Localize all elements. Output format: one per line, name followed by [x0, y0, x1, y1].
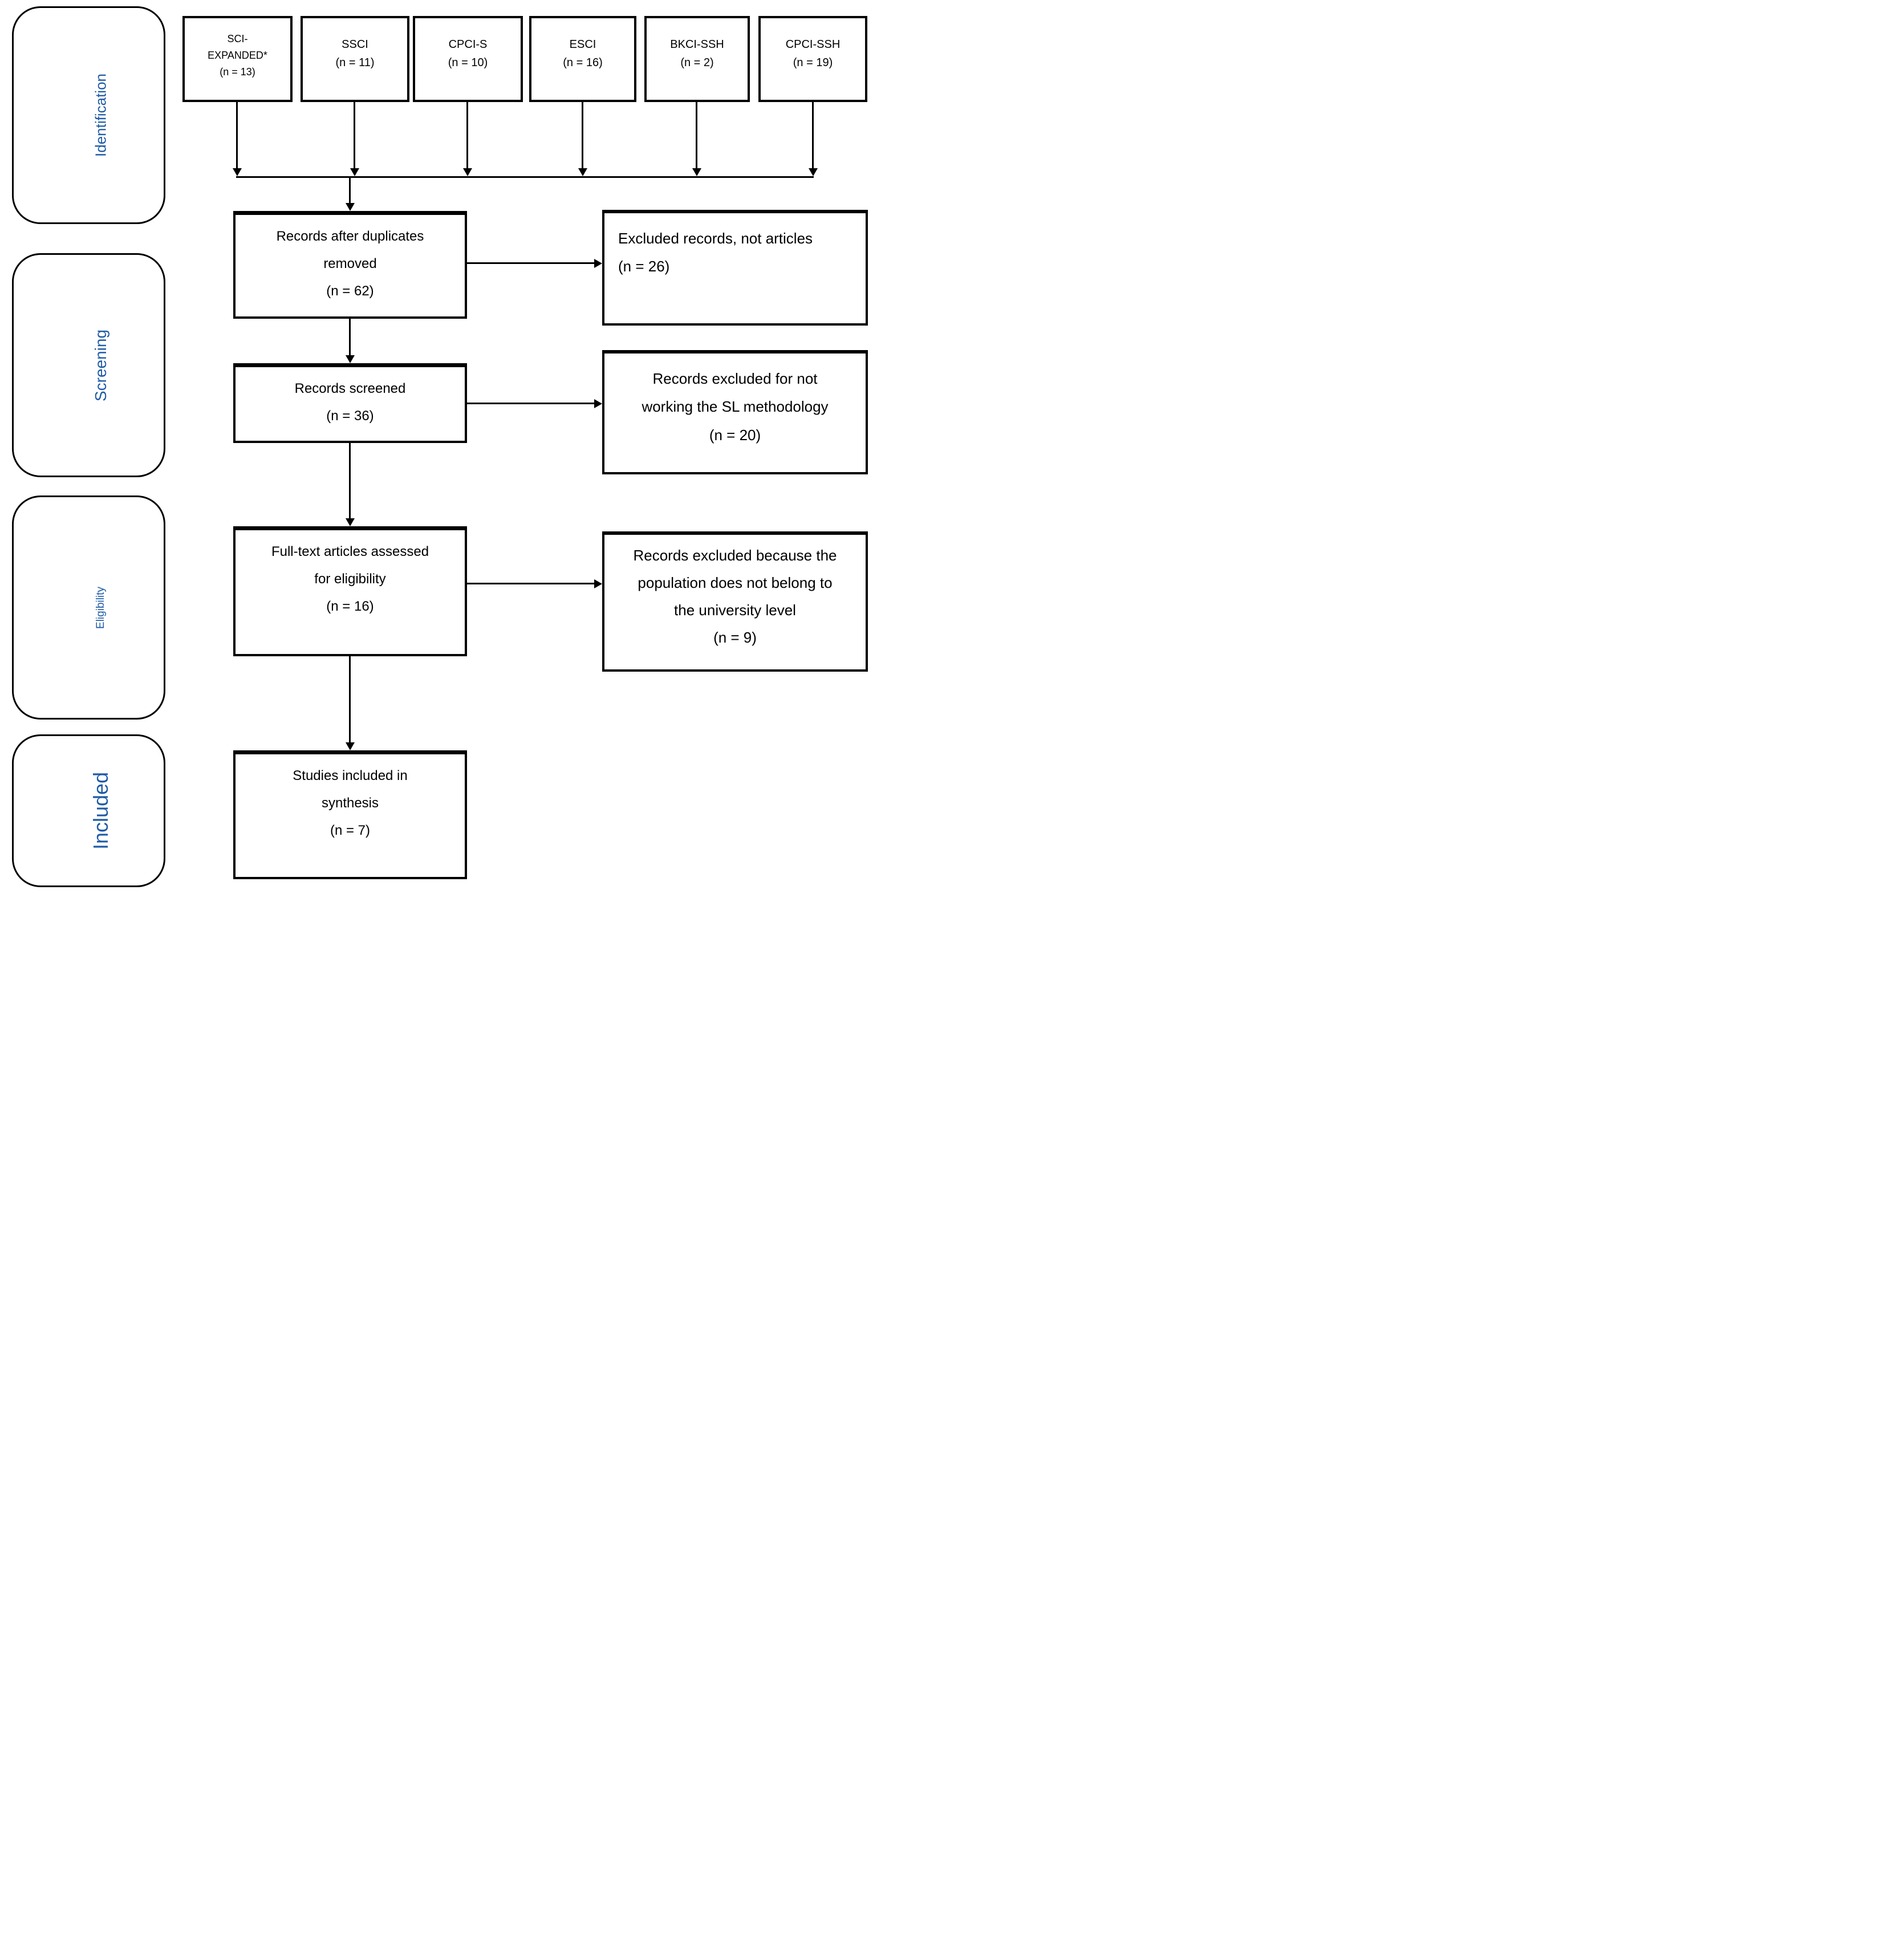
arrowhead-down-icon — [692, 168, 701, 176]
arrowhead-down-icon — [346, 203, 355, 211]
flow-count: (n = 36) — [326, 408, 374, 424]
source-box-sci-expanded: SCI- EXPANDED* (n = 13) — [182, 16, 293, 102]
arrowhead-down-icon — [346, 518, 355, 526]
arrowhead-down-icon — [350, 168, 359, 176]
arrowhead-down-icon — [578, 168, 587, 176]
flow-title: Studies included in synthesis — [293, 768, 408, 811]
flow-box-records-screened: Records screened (n = 36) — [233, 363, 467, 443]
source-box-esci: ESCI (n = 16) — [529, 16, 636, 102]
source-name: SSCI — [342, 38, 368, 51]
arrowhead-down-icon — [346, 742, 355, 750]
source-count: (n = 2) — [680, 56, 714, 69]
prisma-flow-diagram: Identification Screening Eligibility Inc… — [0, 0, 876, 891]
source-box-cpci-ssh: CPCI-SSH (n = 19) — [758, 16, 867, 102]
flow-count: (n = 16) — [326, 599, 374, 614]
flow-line-1 — [349, 319, 351, 356]
stage-box-identification: Identification — [12, 6, 165, 224]
stage-label-included: Included — [88, 771, 112, 850]
source-name: ESCI — [569, 38, 596, 51]
source-box-cpci-s: CPCI-S (n = 10) — [413, 16, 523, 102]
flow-line-2 — [349, 443, 351, 519]
flow-box-duplicates-removed: Records after duplicates removed (n = 62… — [233, 211, 467, 319]
source-box-ssci: SSCI (n = 11) — [301, 16, 409, 102]
arrowhead-down-icon — [346, 355, 355, 363]
flow-title: Full-text articles assessed for eligibil… — [271, 544, 429, 587]
exclusion-line-2 — [467, 403, 595, 404]
stage-box-eligibility: Eligibility — [12, 495, 165, 720]
flow-title: Records screened — [294, 381, 406, 396]
exclusion-box-sl-methodology: Records excluded for not working the SL … — [602, 350, 868, 474]
exclusion-count: (n = 9) — [713, 629, 757, 647]
flow-title: Records after duplicates removed — [276, 229, 424, 271]
source-box-bkci-ssh: BKCI-SSH (n = 2) — [644, 16, 750, 102]
stage-label-eligibility: Eligibility — [94, 586, 107, 629]
stem-line — [349, 178, 351, 204]
arrowhead-right-icon — [594, 259, 602, 268]
stage-label-screening: Screening — [91, 329, 109, 401]
exclusion-line-1 — [467, 262, 595, 264]
exclusion-text: Excluded records, not articles — [618, 230, 813, 247]
flow-box-fulltext-assessed: Full-text articles assessed for eligibil… — [233, 526, 467, 656]
exclusion-text: Records excluded because the population … — [633, 547, 837, 619]
flow-count: (n = 62) — [326, 283, 374, 299]
source-name: CPCI-SSH — [785, 38, 841, 51]
source-count: (n = 13) — [220, 66, 255, 78]
exclusion-count: (n = 26) — [618, 258, 670, 275]
collector-line — [236, 176, 814, 178]
source-connector-line-1 — [236, 102, 238, 169]
source-count: (n = 16) — [563, 56, 603, 69]
flow-line-3 — [349, 656, 351, 743]
arrowhead-down-icon — [233, 168, 242, 176]
stage-box-included: Included — [12, 734, 165, 887]
source-count: (n = 10) — [448, 56, 488, 69]
source-connector-line-6 — [812, 102, 814, 169]
arrowhead-right-icon — [594, 579, 602, 588]
flow-box-studies-included: Studies included in synthesis (n = 7) — [233, 750, 467, 879]
source-name: BKCI-SSH — [670, 38, 724, 51]
source-count: (n = 11) — [335, 56, 375, 69]
stage-label-identification: Identification — [92, 74, 109, 157]
exclusion-count: (n = 20) — [709, 426, 761, 444]
exclusion-box-not-articles: Excluded records, not articles (n = 26) — [602, 210, 868, 326]
stage-box-screening: Screening — [12, 253, 165, 477]
source-name: SCI- EXPANDED* — [208, 33, 267, 61]
arrowhead-right-icon — [594, 399, 602, 408]
arrowhead-down-icon — [463, 168, 472, 176]
exclusion-line-3 — [467, 583, 595, 584]
exclusion-box-population-level: Records excluded because the population … — [602, 531, 868, 672]
source-count: (n = 19) — [793, 56, 833, 69]
source-connector-line-4 — [582, 102, 583, 169]
arrowhead-down-icon — [809, 168, 818, 176]
flow-count: (n = 7) — [330, 823, 371, 838]
source-name: CPCI-S — [448, 38, 488, 51]
source-connector-line-5 — [696, 102, 697, 169]
exclusion-text: Records excluded for not working the SL … — [642, 370, 829, 416]
source-connector-line-2 — [354, 102, 355, 169]
source-connector-line-3 — [466, 102, 468, 169]
